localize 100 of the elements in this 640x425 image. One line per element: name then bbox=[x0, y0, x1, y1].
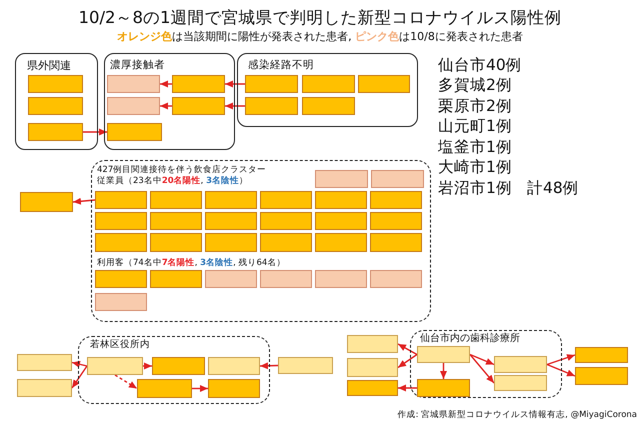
arrow bbox=[260, 362, 278, 370]
case-box bbox=[575, 347, 628, 363]
dashed-frame bbox=[78, 336, 270, 404]
case-box bbox=[172, 96, 224, 114]
group-frame bbox=[15, 53, 98, 150]
case-box bbox=[94, 270, 146, 288]
case-box bbox=[28, 96, 82, 114]
case-box bbox=[172, 74, 224, 92]
case-box bbox=[260, 270, 312, 288]
case-box bbox=[106, 122, 162, 140]
case-box bbox=[416, 378, 470, 396]
case-box bbox=[106, 96, 160, 114]
dashed-frame bbox=[91, 160, 431, 322]
case-box bbox=[314, 190, 366, 208]
case-box bbox=[17, 354, 72, 371]
case-box bbox=[494, 356, 546, 372]
case-box bbox=[347, 335, 398, 353]
count-label: 山元町1例 bbox=[438, 117, 512, 136]
arrow bbox=[143, 362, 152, 370]
arrow bbox=[225, 80, 245, 88]
case-box bbox=[20, 192, 73, 212]
title: 10/2～8の1週間で宮城県で判明した新型コロナウイルス陽性例 bbox=[78, 8, 562, 28]
group-title: 若林区役所内 bbox=[90, 339, 150, 350]
arrow bbox=[546, 354, 576, 366]
case-box bbox=[370, 270, 422, 288]
case-box bbox=[370, 170, 424, 188]
case-box bbox=[208, 356, 260, 374]
subheading: 従業員（23名中20名陽性, 3名陰性） bbox=[97, 176, 248, 186]
case-box bbox=[314, 212, 366, 230]
case-box bbox=[150, 212, 202, 230]
count-label: 多賀城2例 bbox=[438, 76, 512, 95]
count-label: 塩釜市1例 bbox=[438, 138, 512, 156]
case-box bbox=[106, 74, 160, 92]
case-box bbox=[347, 358, 398, 377]
arrow bbox=[71, 366, 88, 388]
case-box bbox=[260, 212, 312, 230]
arrow bbox=[398, 343, 418, 356]
group-title: 県外関連 bbox=[27, 59, 71, 72]
case-box bbox=[152, 356, 204, 374]
count-label: 岩沼市1例 bbox=[438, 178, 512, 198]
case-box bbox=[494, 374, 546, 390]
case-box bbox=[358, 74, 410, 92]
arrow bbox=[160, 102, 172, 110]
case-box bbox=[150, 232, 202, 252]
case-box bbox=[370, 190, 422, 208]
arrow bbox=[83, 128, 107, 136]
arrow bbox=[398, 354, 418, 368]
subtitle: オレンジ色は当該期間に陽性が発表された患者, ピンク色は10/8に発表された患者 bbox=[117, 30, 523, 43]
total-label: 計48例 bbox=[527, 178, 579, 198]
case-box bbox=[370, 232, 422, 252]
case-box bbox=[204, 190, 256, 208]
credit-line: 作成: 宮城県新型コロナウイルス情報有志, @MiyagiCorona bbox=[398, 410, 637, 420]
count-label: 栗原市2例 bbox=[438, 96, 512, 116]
case-box bbox=[94, 212, 146, 230]
case-box bbox=[17, 379, 72, 397]
arrow bbox=[72, 198, 96, 205]
case-box bbox=[136, 378, 192, 398]
group-frame bbox=[237, 53, 418, 127]
group-title: 濃厚接触者 bbox=[110, 59, 165, 72]
dashed-arrow bbox=[114, 374, 138, 390]
case-box bbox=[204, 212, 256, 230]
case-box bbox=[244, 96, 298, 114]
case-box bbox=[208, 378, 260, 398]
arrow bbox=[160, 80, 172, 88]
count-label: 大崎市1例 bbox=[438, 158, 512, 177]
case-box bbox=[302, 96, 354, 114]
case-box bbox=[278, 357, 333, 374]
case-box bbox=[150, 190, 202, 208]
group-title: 仙台市内の歯科診療所 bbox=[420, 333, 520, 345]
arrow bbox=[440, 363, 447, 379]
case-box bbox=[94, 190, 146, 208]
case-box bbox=[370, 212, 422, 230]
case-box bbox=[28, 74, 82, 92]
cluster-title: 427例目関連接待を伴う飲食店クラスター bbox=[97, 165, 266, 176]
case-box bbox=[314, 270, 366, 288]
case-box bbox=[94, 232, 146, 252]
case-box bbox=[302, 74, 354, 92]
arrow bbox=[398, 384, 417, 392]
arrow bbox=[192, 385, 208, 392]
case-box bbox=[575, 367, 628, 385]
case-box bbox=[150, 270, 202, 288]
arrow bbox=[225, 102, 245, 110]
case-box bbox=[94, 292, 146, 310]
case-box bbox=[86, 356, 142, 374]
arrow bbox=[546, 364, 576, 377]
count-label: 仙台市40例 bbox=[438, 56, 522, 74]
case-box bbox=[314, 170, 368, 188]
case-box bbox=[260, 232, 312, 252]
case-box bbox=[244, 74, 298, 92]
case-box bbox=[260, 190, 312, 208]
arrow bbox=[72, 360, 88, 368]
subheading: 利用客（74名中7名陽性, 3名陰性, 残り64名） bbox=[97, 258, 286, 268]
group-frame bbox=[104, 53, 235, 150]
dashed-frame bbox=[410, 330, 562, 398]
case-box bbox=[28, 122, 82, 140]
case-box bbox=[314, 232, 366, 252]
case-box bbox=[204, 232, 256, 252]
case-box bbox=[347, 380, 398, 396]
case-box bbox=[416, 346, 470, 362]
group-title: 感染経路不明 bbox=[248, 59, 314, 72]
